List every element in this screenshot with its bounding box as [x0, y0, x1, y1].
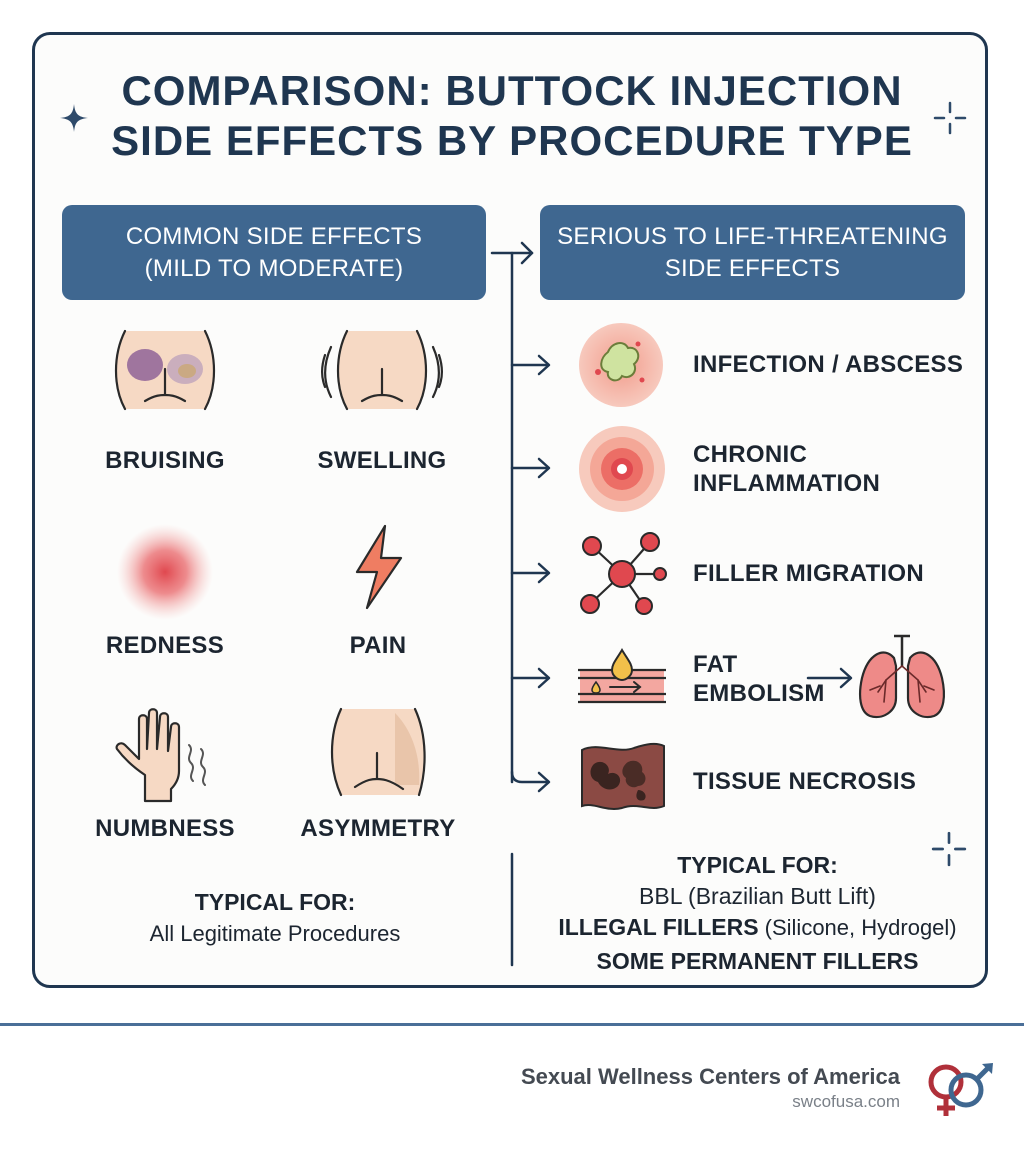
serious-typical-for: TYPICAL FOR: BBL (Brazilian Butt Lift) I…: [530, 850, 985, 977]
inflammation-icon: [579, 426, 665, 512]
page-title: COMPARISON: BUTTOCK INJECTION SIDE EFFEC…: [80, 66, 944, 166]
common-label-numbness: NUMBNESS: [95, 815, 235, 842]
footer-divider: [0, 1023, 1024, 1026]
common-label-pain: PAIN: [349, 632, 407, 659]
swollen-buttocks-icon: [320, 329, 444, 411]
bruised-buttocks-icon: [114, 329, 216, 411]
infographic-card: [32, 32, 988, 988]
common-header-line-1: COMMON SIDE EFFECTS: [125, 222, 423, 250]
title-line-1: COMPARISON: BUTTOCK INJECTION: [121, 67, 903, 114]
serious-label-infection: INFECTION / ABSCESS: [693, 350, 963, 379]
tingling-hand-icon: [115, 708, 206, 803]
abscess-icon: [579, 323, 663, 407]
serious-label-embolism-line-1: FAT: [693, 651, 738, 678]
serious-label-migration-line-1: FILLER MIGRATION: [693, 560, 924, 587]
common-label-bruising: BRUISING: [105, 447, 225, 474]
brand-block: Sexual Wellness Centers of America swcof…: [521, 1064, 900, 1112]
common-effects-header: COMMON SIDE EFFECTS (MILD TO MODERATE): [62, 205, 486, 300]
common-item-pain: PAIN: [278, 522, 478, 659]
common-typical-text: All Legitimate Procedures: [149, 921, 401, 946]
common-label-redness: REDNESS: [105, 632, 225, 659]
common-typical-for: TYPICAL FOR: All Legitimate Procedures: [70, 887, 480, 949]
serious-label-necrosis-line-1: TISSUE NECROSIS: [693, 768, 917, 795]
title-line-2: SIDE EFFECTS BY PROCEDURE TYPE: [111, 117, 913, 164]
common-typical-title: TYPICAL FOR:: [194, 889, 356, 915]
blood-vessel-droplet-icon: [578, 648, 666, 704]
common-item-swelling: SWELLING: [282, 325, 482, 474]
serious-label-embolism: FAT EMBOLISM: [693, 650, 825, 708]
asymmetric-buttocks-icon: [330, 707, 426, 797]
serious-effects-header: SERIOUS TO LIFE-THREATENING SIDE EFFECTS: [540, 205, 965, 300]
serious-typical-illegal-fillers: ILLEGAL FILLERS (Silicone, Hydrogel): [530, 912, 985, 946]
sparkle-outline-icon: [931, 831, 967, 867]
lightning-bolt-icon: [355, 524, 403, 610]
serious-typical-illegal-bold: ILLEGAL FILLERS: [558, 914, 759, 940]
serious-label-migration: FILLER MIGRATION: [693, 559, 924, 588]
serious-typical-title: TYPICAL FOR:: [677, 852, 838, 878]
common-item-asymmetry: ASYMMETRY: [278, 705, 478, 842]
serious-header-line-2: SIDE EFFECTS: [664, 254, 841, 282]
serious-label-infection-line-1: INFECTION / ABSCESS: [693, 351, 964, 378]
serious-typical-illegal-reg: (Silicone, Hydrogel): [758, 915, 957, 940]
sparkle-outline-icon: [933, 101, 967, 135]
lungs-icon: [859, 634, 945, 719]
serious-label-inflammation-line-1: CHRONIC: [693, 441, 808, 468]
common-item-redness: REDNESS: [65, 522, 265, 659]
serious-label-embolism-line-2: EMBOLISM: [693, 680, 825, 707]
gender-symbols-logo-icon: [928, 1063, 993, 1116]
serious-label-inflammation-line-2: INFLAMMATION: [693, 470, 881, 497]
common-item-numbness: NUMBNESS: [65, 705, 265, 842]
serious-label-necrosis: TISSUE NECROSIS: [693, 767, 916, 796]
serious-typical-bbl: BBL (Brazilian Butt Lift): [639, 883, 876, 909]
common-label-swelling: SWELLING: [317, 447, 447, 474]
serious-header-line-1: SERIOUS TO LIFE-THREATENING: [557, 222, 948, 250]
serious-typical-permanent: SOME PERMANENT FILLERS: [596, 948, 919, 974]
redness-spot-icon: [117, 524, 213, 620]
common-header-line-2: (MILD TO MODERATE): [144, 254, 404, 282]
brand-name: Sexual Wellness Centers of America: [520, 1064, 900, 1089]
sparkle-icon: [60, 104, 88, 132]
brand-url: swcofusa.com: [792, 1092, 900, 1111]
common-item-bruising: BRUISING: [65, 325, 265, 474]
necrotic-tissue-icon: [581, 742, 665, 810]
serious-label-inflammation: CHRONIC INFLAMMATION: [693, 440, 880, 498]
common-label-asymmetry: ASYMMETRY: [300, 815, 456, 842]
network-nodes-icon: [580, 532, 667, 615]
